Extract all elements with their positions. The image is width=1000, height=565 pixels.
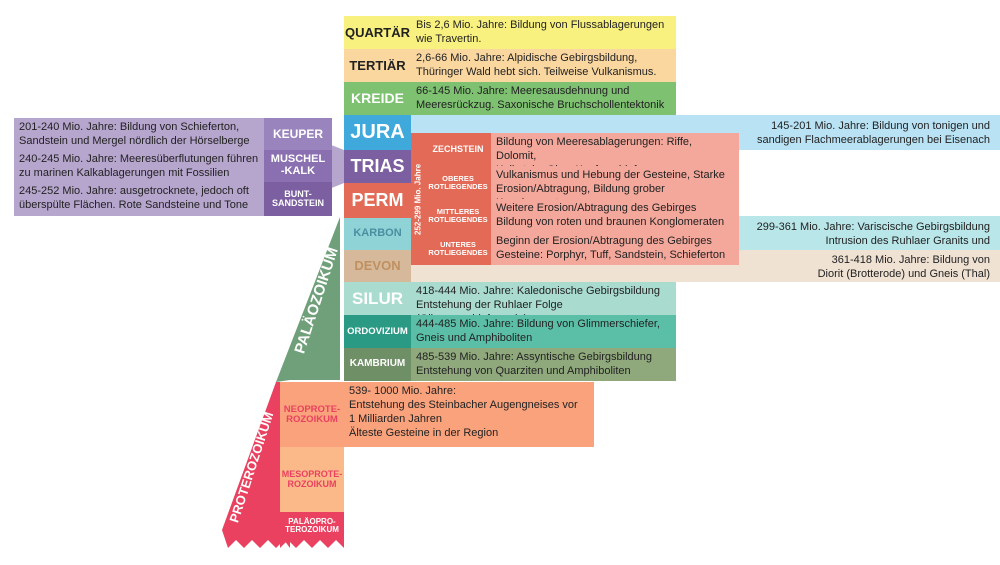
proterozoikum-band — [222, 382, 290, 548]
unteres-rotliegendes-description: Beginn der Erosion/Abtragung des Gebirge… — [491, 232, 739, 265]
trias-label: TRIAS — [344, 150, 411, 183]
neoproterozoikum-label: NEOPROTE- ROZOIKUM — [280, 382, 344, 447]
palaeoproterozoikum-label: PALÄOPRO- TEROZOIKUM — [285, 516, 339, 534]
tertiaer-description: 2,6-66 Mio. Jahre: Alpidische Gebirgsbil… — [411, 49, 676, 82]
muschelkalk-label: MUSCHEL -KALK — [264, 150, 332, 182]
devon-description: 361-418 Mio. Jahre: Bildung von Diorit (… — [817, 254, 990, 280]
muschelkalk-description: 240-245 Mio. Jahre: Meeresüberflutungen … — [14, 150, 264, 182]
neoproterozoikum-description: 539- 1000 Mio. Jahre: Entstehung des Ste… — [344, 382, 594, 447]
kambrium-description: 485-539 Mio. Jahre: Assyntische Gebirgsb… — [411, 348, 676, 381]
oberes-rotliegendes-label: OBERES ROTLIEGENDES — [425, 166, 491, 199]
tertiaer-label: TERTIÄR — [344, 49, 411, 82]
silur-description: 418-444 Mio. Jahre: Kaledonische Gebirgs… — [411, 282, 676, 325]
quartaer-description: Bis 2,6 Mio. Jahre: Bildung von Flussabl… — [411, 16, 676, 49]
ordovizium-label: ORDOVIZIUM — [344, 315, 411, 348]
buntsandstein-label: BUNT- SANDSTEIN — [264, 182, 332, 216]
ordovizium-description: 444-485 Mio. Jahre: Bildung von Glimmers… — [411, 315, 676, 348]
palaeozoikum-band — [276, 217, 340, 382]
devon-band-right — [739, 250, 1000, 282]
devon-label: DEVON — [344, 250, 411, 282]
zechstein-description: Bildung von Meeresablagerungen: Riffe, D… — [491, 133, 739, 176]
mesoproterozoikum-label: MESOPROTE- ROZOIKUM — [280, 447, 344, 512]
karbon-band — [739, 216, 1000, 250]
zechstein-label: ZECHSTEIN — [425, 133, 491, 166]
kreide-description: 66-145 Mio. Jahre: Meeresausdehnung und … — [411, 82, 676, 115]
silur-label: SILUR — [344, 282, 411, 315]
perm-label: PERM — [344, 183, 411, 218]
keuper-label: KEUPER — [264, 118, 332, 150]
mittleres-rotliegendes-description: Weitere Erosion/Abtragung des Gebirges B… — [491, 199, 739, 232]
kambrium-label: KAMBRIUM — [344, 348, 411, 381]
perm-age-label: 252-299 Mio. Jahre — [411, 133, 425, 265]
quartaer-label: QUARTÄR — [344, 16, 411, 49]
oberes-rotliegendes-description: Vulkanismus und Hebung der Gesteine, Sta… — [491, 166, 739, 209]
buntsandstein-description: 245-252 Mio. Jahre: ausgetrocknete, jedo… — [14, 182, 264, 216]
kreide-label: KREIDE — [344, 82, 411, 115]
palaeoproterozoikum-shape — [280, 512, 344, 548]
jura-label: JURA — [344, 115, 411, 150]
jura-description: 145-201 Mio. Jahre: Bildung von tonigen … — [757, 120, 990, 146]
keuper-description: 201-240 Mio. Jahre: Bildung von Schiefer… — [14, 118, 264, 150]
mittleres-rotliegendes-label: MITTLERES ROTLIEGENDES — [425, 199, 491, 232]
unteres-rotliegendes-label: UNTERES ROTLIEGENDES — [425, 232, 491, 265]
karbon-label: KARBON — [344, 218, 411, 250]
